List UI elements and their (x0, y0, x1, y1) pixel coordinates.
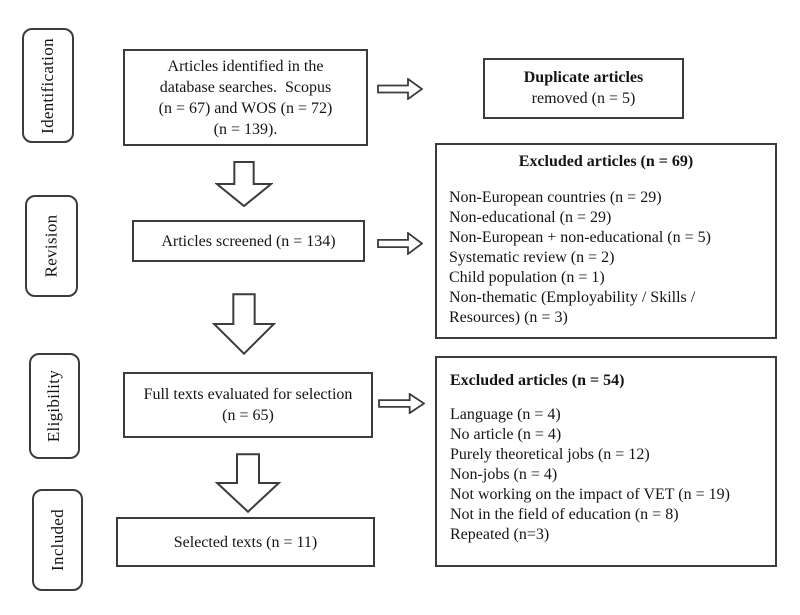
flow-box-selected-text: Selected texts (n = 11) (173, 533, 318, 551)
excluded-eligibility-item: Language (n = 4) (450, 406, 561, 423)
flow-box-selected: Selected texts (n = 11) (116, 517, 375, 567)
flow-box-screened: Articles screened (n = 134) (132, 220, 365, 262)
excluded-eligibility-item: Not working on the impact of VET (n = 19… (450, 486, 730, 503)
arrow-down-icon (215, 453, 281, 513)
excluded-screening-item: Non-educational (n = 29) (449, 209, 612, 226)
excluded-eligibility-item: Non-jobs (n = 4) (450, 466, 558, 483)
excluded-eligibility-title: Excluded articles (n = 54) (450, 372, 625, 389)
arrow-down-icon (212, 293, 276, 355)
excluded-articles-eligibility-box: Excluded articles (n = 54) Language (n =… (435, 356, 777, 567)
duplicates-removed-title: Duplicate articles (523, 69, 644, 86)
excluded-screening-item: Non-European + non-educational (n = 5) (449, 229, 711, 246)
stage-label-revision: Revision (41, 214, 61, 278)
stage-label-eligibility: Eligibility (44, 369, 64, 443)
duplicates-removed-detail: removed (n = 5) (531, 90, 636, 107)
flow-box-fulltext-text: Full texts evaluated for selection (n = … (143, 386, 353, 424)
excluded-eligibility-item: Repeated (n=3) (450, 526, 550, 543)
stage-label-identification: Identification (38, 37, 57, 134)
excluded-screening-item: Systematic review (n = 2) (449, 249, 615, 266)
excluded-eligibility-item: Purely theoretical jobs (n = 12) (450, 446, 650, 463)
excluded-screening-item: Non-European countries (n = 29) (449, 189, 662, 206)
flow-box-identified-text: Articles identified in the database sear… (158, 57, 333, 138)
flow-box-identified: Articles identified in the database sear… (123, 49, 368, 146)
excluded-screening-item: Non-thematic (Employability / Skills / R… (449, 289, 696, 326)
stage-label-included: Included (47, 509, 67, 571)
arrow-down-icon (215, 161, 273, 207)
excluded-screening-list: Non-European countries (n = 29) Non-educ… (437, 172, 775, 328)
stage-box-revision: Revision (25, 195, 78, 297)
arrow-right-icon (377, 78, 423, 100)
flow-box-fulltext: Full texts evaluated for selection (n = … (123, 372, 373, 438)
stage-box-identification: Identification (22, 28, 74, 143)
flow-box-screened-text: Articles screened (n = 134) (161, 232, 336, 250)
stage-box-included: Included (32, 489, 83, 591)
duplicates-removed-box: Duplicate articles removed (n = 5) (483, 58, 684, 119)
excluded-articles-screening-box: Excluded articles (n = 69) Non-European … (435, 143, 777, 339)
excluded-eligibility-item: No article (n = 4) (450, 426, 562, 443)
stage-box-eligibility: Eligibility (29, 353, 80, 459)
arrow-right-icon (378, 393, 425, 414)
excluded-eligibility-list: Language (n = 4) No article (n = 4) Pure… (437, 391, 775, 545)
excluded-eligibility-item: Not in the field of education (n = 8) (450, 506, 679, 523)
arrow-right-icon (377, 232, 423, 255)
excluded-screening-item: Child population (n = 1) (449, 269, 605, 286)
excluded-screening-title: Excluded articles (n = 69) (518, 153, 694, 170)
